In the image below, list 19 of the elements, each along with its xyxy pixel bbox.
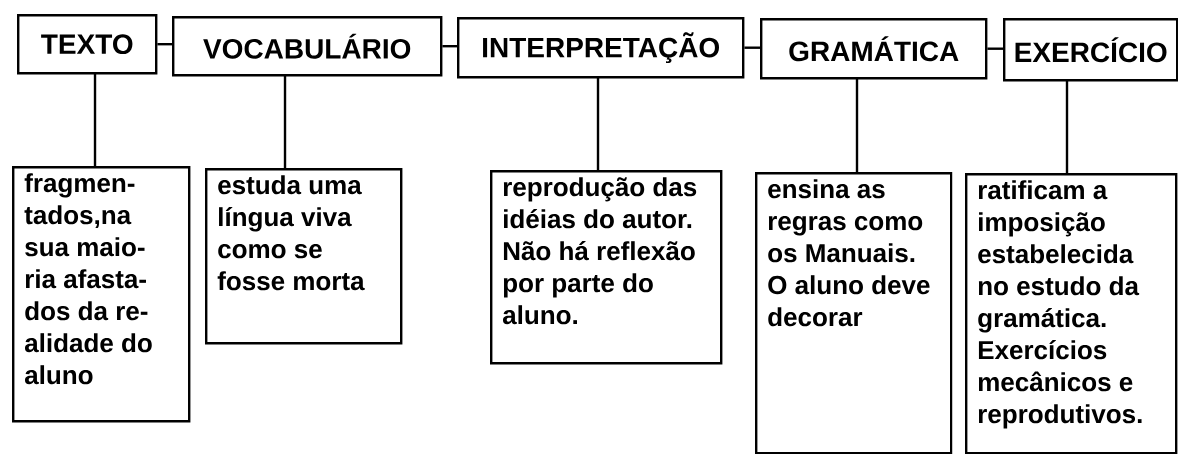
description-box: estuda uma língua viva como se fosse morta bbox=[205, 168, 403, 345]
description-box: ensina as regras como os Manuais. O aluno deve decorar bbox=[755, 172, 953, 454]
heading-box: TEXTO bbox=[17, 14, 158, 75]
heading-box: VOCABULÁRIO bbox=[172, 16, 443, 77]
heading-box: INTERPRETAÇÃO bbox=[457, 17, 745, 79]
connector-line bbox=[442, 45, 457, 48]
connector-line bbox=[744, 46, 760, 49]
heading-box: EXERCÍCIO bbox=[1003, 18, 1178, 82]
connector-line bbox=[855, 77, 859, 172]
connector-line bbox=[987, 47, 1003, 50]
connector-line bbox=[93, 72, 97, 166]
connector-line bbox=[157, 43, 172, 46]
description-box: fragmen- tados,na sua maio- ria afasta- dos da re- alidade do aluno bbox=[12, 166, 191, 423]
description-box: ratificam a imposição estabelecida no estudo da gramática. Exercícios mecânicos e reprodutivos. bbox=[965, 173, 1178, 454]
connector-line bbox=[283, 74, 287, 168]
description-box: reprodução das idéias do autor. Não há reflexão por parte do aluno. bbox=[490, 170, 723, 365]
connector-line bbox=[1065, 79, 1069, 173]
heading-box: GRAMÁTICA bbox=[760, 18, 988, 80]
connector-line bbox=[596, 76, 600, 170]
